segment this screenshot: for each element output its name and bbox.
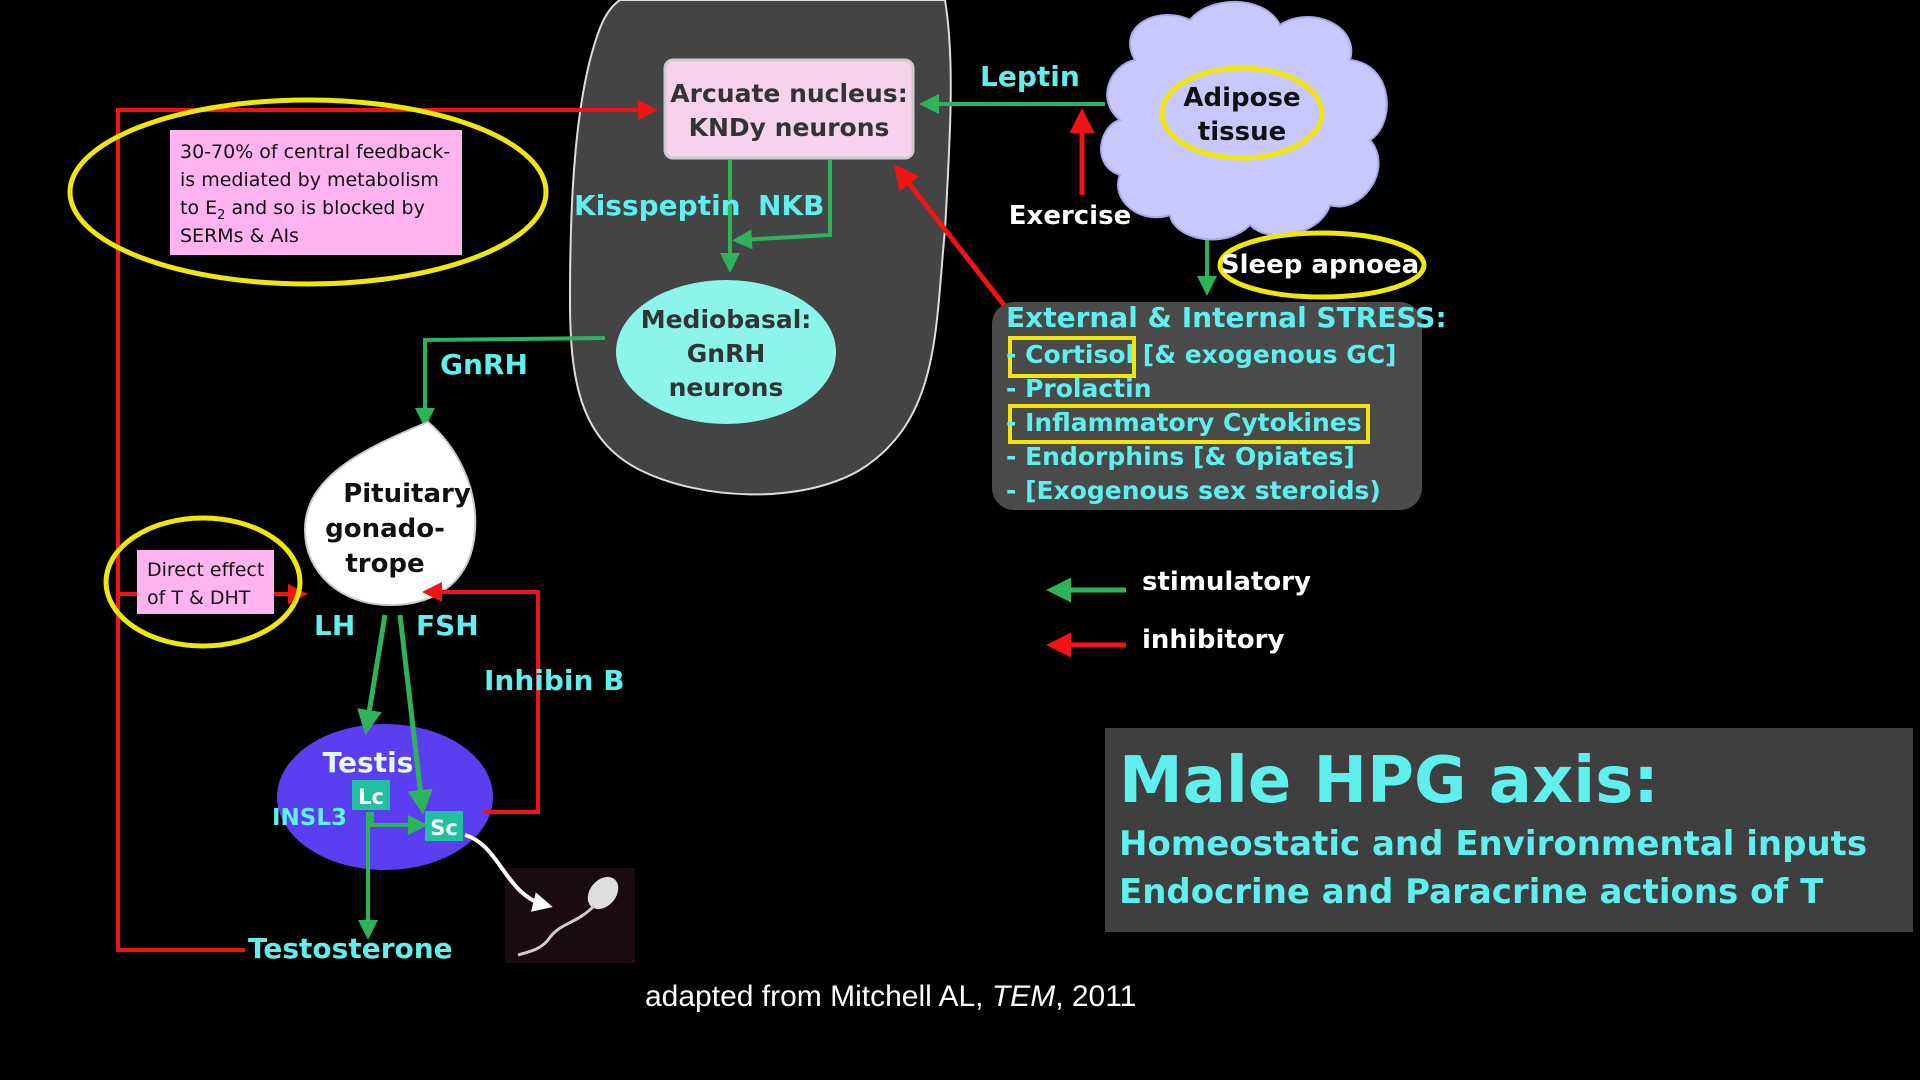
pituitary-shape bbox=[303, 420, 477, 607]
arcuate-label-2: KNDy neurons bbox=[689, 113, 890, 142]
adipose-label-2: tissue bbox=[1198, 117, 1286, 147]
direct-note-box bbox=[137, 550, 274, 614]
leydig-cell-label: Lc bbox=[358, 785, 384, 809]
insl3-label: INSL3 bbox=[272, 805, 347, 831]
sleep-apnoea-label: Sleep apnoea bbox=[1221, 250, 1419, 280]
testosterone-label: Testosterone bbox=[248, 932, 453, 965]
subtitle-1: Homeostatic and Environmental inputs bbox=[1119, 824, 1868, 864]
arcuate-label-1: Arcuate nucleus: bbox=[670, 79, 907, 108]
mediobasal-label-3: neurons bbox=[669, 373, 784, 402]
stress-item-3: - Inflammatory Cytokines bbox=[1006, 408, 1362, 437]
sertoli-cell-box bbox=[425, 811, 463, 841]
pituitary-label-1: Pituitary bbox=[343, 479, 471, 509]
nkb-label: NKB bbox=[758, 189, 824, 222]
gnrh-label: GnRH bbox=[440, 348, 528, 381]
adipose-cloud bbox=[1100, 0, 1388, 241]
sertoli-cell-label: Sc bbox=[430, 816, 458, 840]
mediobasal-ellipse bbox=[616, 280, 836, 424]
legend-stimulatory-label: stimulatory bbox=[1142, 567, 1311, 597]
pituitary-label-3: trope bbox=[345, 549, 424, 579]
sperm-icon bbox=[517, 876, 619, 957]
stress-inhibition-arrow bbox=[893, 164, 1006, 307]
stress-item-5: - [Exogenous sex steroids) bbox=[1006, 476, 1381, 505]
testis-label: Testis bbox=[323, 746, 414, 779]
mediobasal-label-1: Mediobasal: bbox=[641, 305, 812, 334]
feedback-note-line-3: to E2 and so is blocked by bbox=[180, 197, 425, 223]
cortisol-highlight bbox=[1008, 336, 1136, 378]
mediobasal-label-2: GnRH bbox=[687, 339, 766, 368]
feedback-note-line-2: is mediated by metabolism bbox=[180, 169, 439, 191]
direct-note-line-2: of T & DHT bbox=[147, 587, 251, 609]
arcuate-box bbox=[663, 58, 915, 160]
citation-journal: TEM bbox=[991, 980, 1056, 1013]
stress-item-4: - Endorphins [& Opiates] bbox=[1006, 442, 1355, 471]
inhibin-b-arrow bbox=[422, 582, 540, 814]
inhibin-b-label: Inhibin B bbox=[484, 664, 625, 697]
subtitle-2: Endocrine and Paracrine actions of T bbox=[1119, 872, 1824, 912]
feedback-note-line-1: 30-70% of central feedback- bbox=[180, 141, 450, 163]
stress-item-1: - Cortisol [& exogenous GC] bbox=[1006, 340, 1396, 369]
direct-note-line-1: Direct effect bbox=[147, 559, 264, 581]
lh-arrow bbox=[357, 614, 388, 735]
adipose-highlight bbox=[1159, 65, 1325, 161]
leptin-label: Leptin bbox=[980, 60, 1080, 93]
gnrh-arrow bbox=[415, 336, 606, 428]
fsh-arrow bbox=[397, 614, 433, 815]
exercise-label: Exercise bbox=[1009, 201, 1131, 231]
pituitary-label-2: gonado- bbox=[325, 514, 445, 544]
page-title: Male HPG axis: bbox=[1119, 744, 1659, 818]
fsh-label: FSH bbox=[416, 609, 479, 642]
insl3-arrow bbox=[370, 812, 428, 835]
feedback-note-line-4: SERMs & AIs bbox=[180, 225, 299, 247]
lh-label: LH bbox=[314, 609, 355, 642]
kisspeptin-label: Kisspeptin bbox=[574, 189, 741, 222]
sleep-apnoea-highlight bbox=[1217, 230, 1427, 300]
legend-inhibitory-label: inhibitory bbox=[1142, 625, 1284, 655]
direct-note-highlight bbox=[103, 515, 303, 649]
citation: adapted from Mitchell AL, TEM, 2011 bbox=[645, 980, 1136, 1014]
stress-title: External & Internal STRESS: bbox=[1006, 301, 1447, 334]
feedback-note-box bbox=[170, 130, 462, 255]
leydig-cell-box bbox=[352, 780, 390, 810]
citation-post: , 2011 bbox=[1055, 980, 1137, 1013]
adipose-label-1: Adipose bbox=[1183, 83, 1300, 113]
nkb-arrow bbox=[732, 160, 832, 250]
stress-item-2: - Prolactin bbox=[1006, 374, 1152, 403]
title-box: Male HPG axis: Homeostatic and Environme… bbox=[1105, 728, 1913, 932]
central-feedback-arrow bbox=[116, 100, 658, 952]
citation-pre: adapted from Mitchell AL, bbox=[645, 980, 992, 1013]
cytokines-highlight bbox=[1008, 404, 1370, 444]
sperm-release-arrow bbox=[464, 833, 553, 912]
feedback-note-highlight bbox=[67, 97, 549, 287]
